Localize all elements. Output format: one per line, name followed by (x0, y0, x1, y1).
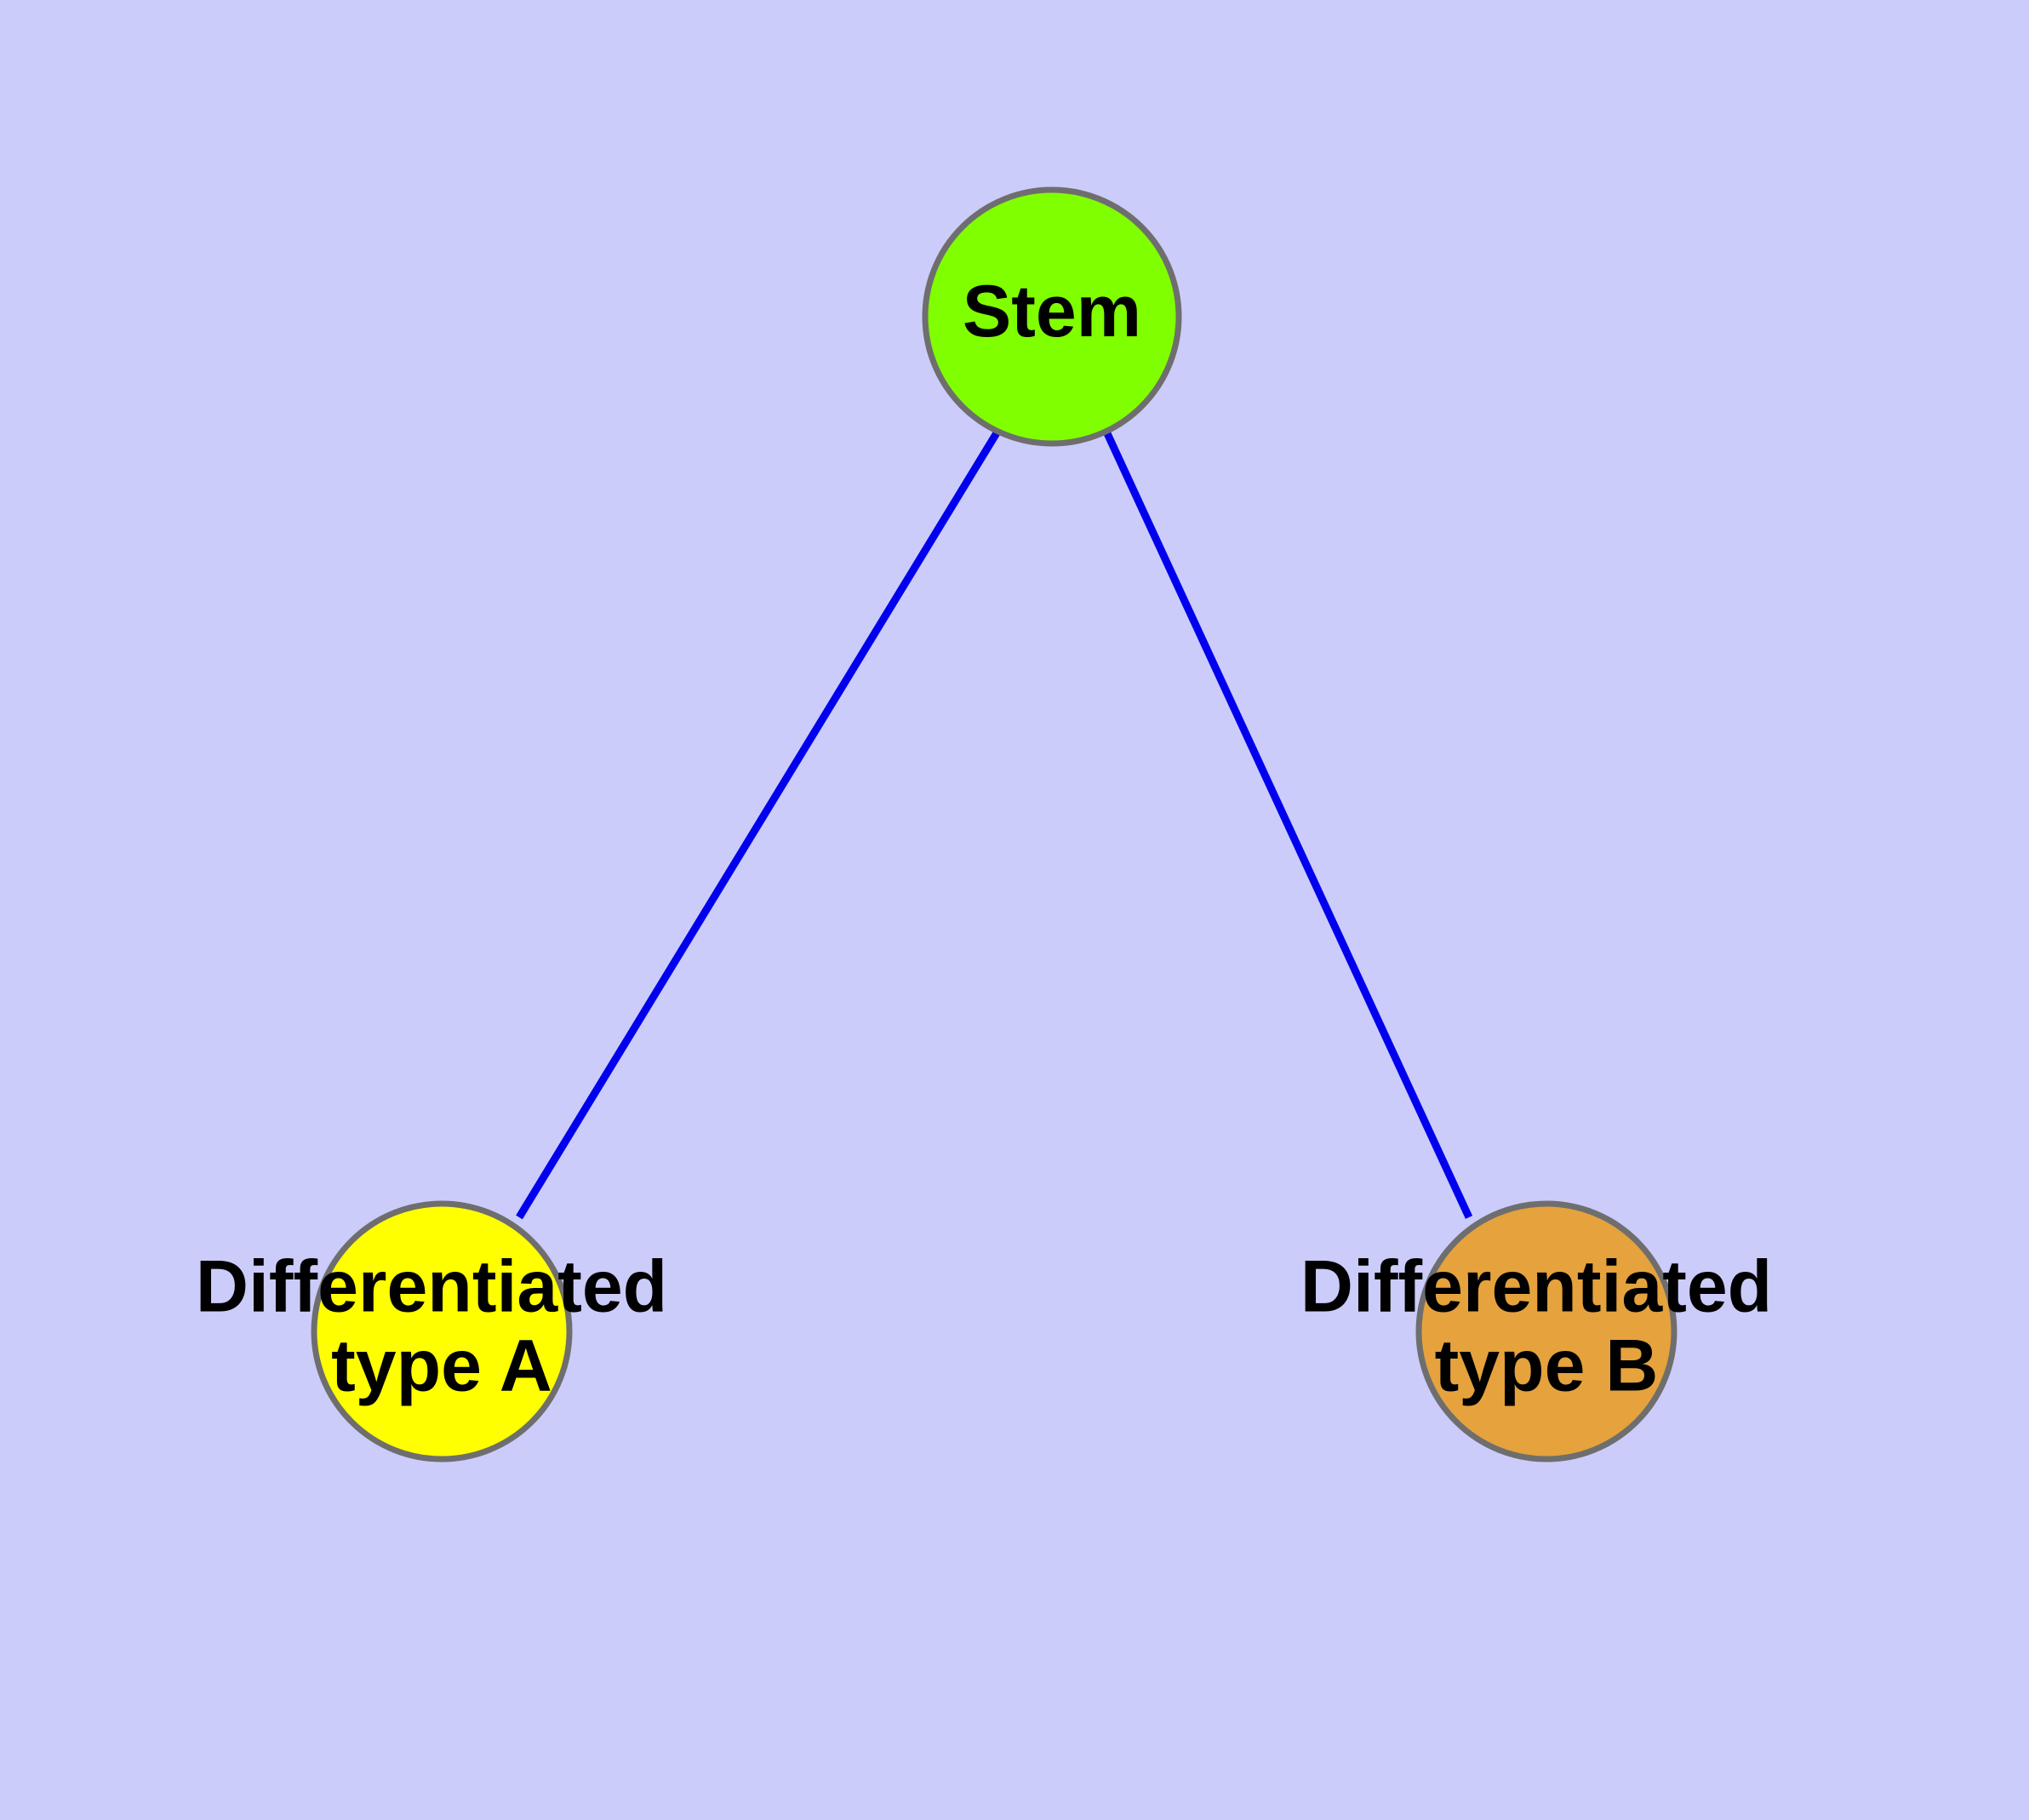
node-stem-label-line1: Stem (963, 271, 1141, 352)
node-stem[interactable]: Stem (922, 186, 1182, 447)
edge-stem-to-diff-b[interactable] (1102, 430, 1473, 1219)
node-diff-a-label-line1: Differentiated (196, 1245, 667, 1327)
node-diff-b-label-line2: type B (1435, 1325, 1659, 1406)
node-stem-circle[interactable] (922, 186, 1182, 447)
edge-stem-to-diff-a[interactable] (516, 429, 1001, 1220)
node-diff-b-label: Differentiated type B (1300, 1245, 1792, 1406)
node-diff-a-label-line2: type A (331, 1325, 552, 1406)
node-diff-b[interactable]: Differentiated type B (1300, 1200, 1792, 1462)
node-diff-a-label: Differentiated type A (196, 1245, 688, 1406)
node-stem-label: Stem (963, 271, 1141, 352)
node-diff-a[interactable]: Differentiated type A (196, 1200, 688, 1462)
node-diff-a-circle[interactable] (311, 1200, 573, 1462)
edge-group (516, 429, 1473, 1220)
node-diff-b-circle[interactable] (1415, 1200, 1677, 1462)
node-diff-b-label-line1: Differentiated (1300, 1245, 1772, 1327)
